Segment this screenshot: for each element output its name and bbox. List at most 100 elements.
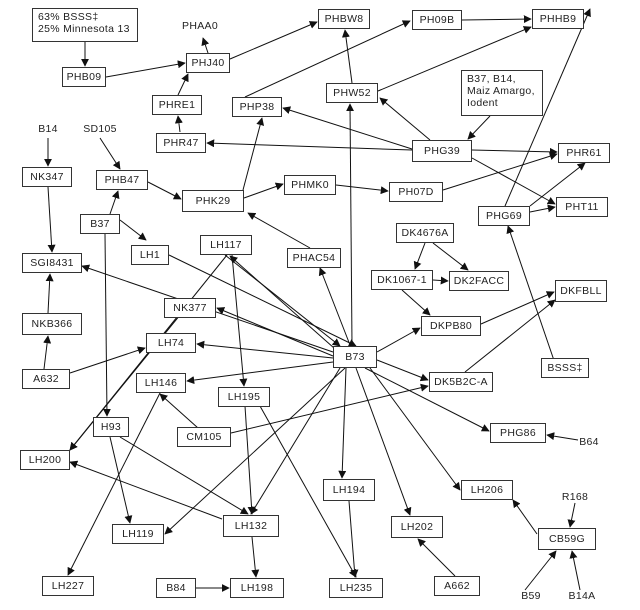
edge-arrow	[201, 37, 210, 54]
edge-arrow	[216, 307, 334, 357]
edge-arrow	[47, 186, 56, 253]
edge-group	[43, 8, 591, 592]
edge-arrow	[338, 367, 347, 479]
label-sd105: SD105	[83, 123, 117, 135]
node-phr61: PHR61	[558, 143, 610, 163]
node-ph07d: PH07D	[389, 182, 443, 202]
edge-arrow	[464, 299, 556, 373]
edge-arrow	[230, 383, 429, 434]
node-phhb9: PHHB9	[532, 9, 584, 29]
node-lh198: LH198	[230, 578, 284, 598]
node-cb59g: CB59G	[538, 528, 596, 550]
edge-arrow	[229, 21, 318, 60]
edge-arrow	[471, 157, 556, 205]
node-lh117: LH117	[200, 235, 252, 255]
edge-arrow	[432, 242, 469, 271]
node-b37-b14-maiz-iodent: B37, B14, Maiz Amargo, Iodent	[461, 70, 543, 116]
edge-arrow	[109, 190, 120, 215]
node-nk377: NK377	[164, 298, 216, 318]
edge-arrow	[231, 254, 248, 387]
node-lh235: LH235	[329, 578, 383, 598]
edge-arrow	[159, 393, 199, 429]
edge-arrow	[109, 436, 133, 524]
edge-arrow	[413, 242, 426, 270]
node-lh132: LH132	[223, 515, 279, 537]
edge-arrow	[174, 115, 183, 133]
node-nkb366: NKB366	[22, 313, 82, 335]
node-lh202: LH202	[391, 516, 443, 538]
node-phbw8: PHBW8	[318, 9, 370, 29]
edge-arrow	[376, 327, 421, 353]
node-dk1067-1: DK1067-1	[371, 270, 433, 290]
label-b59: B59	[521, 590, 541, 602]
node-lh74: LH74	[146, 333, 196, 353]
edge-arrow	[196, 340, 334, 359]
edge-arrow	[282, 106, 413, 150]
label-phaa0: PHAA0	[182, 20, 218, 32]
node-lh146: LH146	[136, 373, 186, 393]
node-lh200: LH200	[20, 450, 70, 470]
edge-arrow	[244, 20, 411, 98]
label-b14a: B14A	[568, 590, 596, 602]
edge-arrow	[318, 267, 351, 346]
edge-arrow	[346, 103, 355, 346]
edge-arrow	[546, 432, 579, 441]
node-h93: H93	[93, 417, 129, 437]
node-a632: A632	[22, 369, 70, 389]
node-b84: B84	[156, 578, 196, 598]
edge-arrow	[348, 500, 359, 578]
edge-arrow	[480, 291, 555, 325]
node-phre1: PHRE1	[152, 95, 202, 115]
edge-arrow	[250, 367, 341, 515]
edge-arrow	[105, 60, 186, 78]
edge-arrow	[69, 460, 223, 520]
node-ph09b: PH09B	[412, 10, 462, 30]
node-cm105: CM105	[177, 427, 231, 447]
edge-arrow	[355, 367, 412, 516]
edge-arrow	[67, 392, 161, 576]
edge-arrow	[43, 335, 52, 370]
edge-arrow	[471, 147, 558, 156]
edge-arrow	[467, 115, 491, 140]
edge-arrow	[569, 550, 581, 591]
edge-arrow	[504, 8, 591, 207]
edge-arrow	[259, 405, 357, 578]
edge-arrow	[401, 289, 431, 316]
label-b14: B14	[38, 123, 58, 135]
node-phj40: PHJ40	[186, 53, 230, 73]
edge-arrow	[506, 225, 561, 379]
node-phb47: PHB47	[96, 170, 148, 190]
node-pht11: PHT11	[556, 197, 608, 217]
edge-arrow	[369, 367, 461, 491]
edge-arrow	[186, 361, 334, 385]
node-dk2facc: DK2FACC	[449, 271, 509, 291]
edge-arrow	[377, 26, 532, 92]
node-lh195: LH195	[218, 387, 270, 407]
node-phw52: PHW52	[326, 83, 378, 103]
node-a662: A662	[434, 576, 480, 596]
edge-arrow	[168, 254, 357, 347]
node-phg39: PHG39	[412, 140, 472, 162]
node-sgi8431: SGI8431	[22, 253, 82, 273]
node-dk4676a: DK4676A	[396, 223, 454, 243]
node-phk29: PHK29	[182, 190, 244, 212]
edge-arrow	[119, 219, 147, 241]
node-dk5b2c-a: DK5B2C-A	[429, 372, 493, 392]
edge-arrow	[417, 538, 456, 577]
node-phr47: PHR47	[156, 133, 206, 153]
node-lh227: LH227	[42, 576, 94, 596]
node-dkpb80: DKPB80	[421, 316, 481, 336]
node-bsss-minnesota13: 63% BSSS‡ 25% Minnesota 13	[32, 8, 138, 42]
edge-arrow	[529, 204, 556, 213]
edge-arrow	[341, 29, 353, 84]
edge-arrow	[242, 117, 265, 191]
edge-arrow	[119, 436, 249, 515]
edge-arrow	[99, 137, 121, 170]
edge-arrow	[335, 184, 389, 195]
edge-arrow	[376, 359, 429, 382]
edge-arrow	[244, 405, 256, 515]
node-phg86: PHG86	[490, 423, 546, 443]
node-lh119: LH119	[112, 524, 164, 544]
node-dkfbll: DKFBLL	[555, 280, 607, 302]
node-b73: B73	[333, 346, 377, 368]
